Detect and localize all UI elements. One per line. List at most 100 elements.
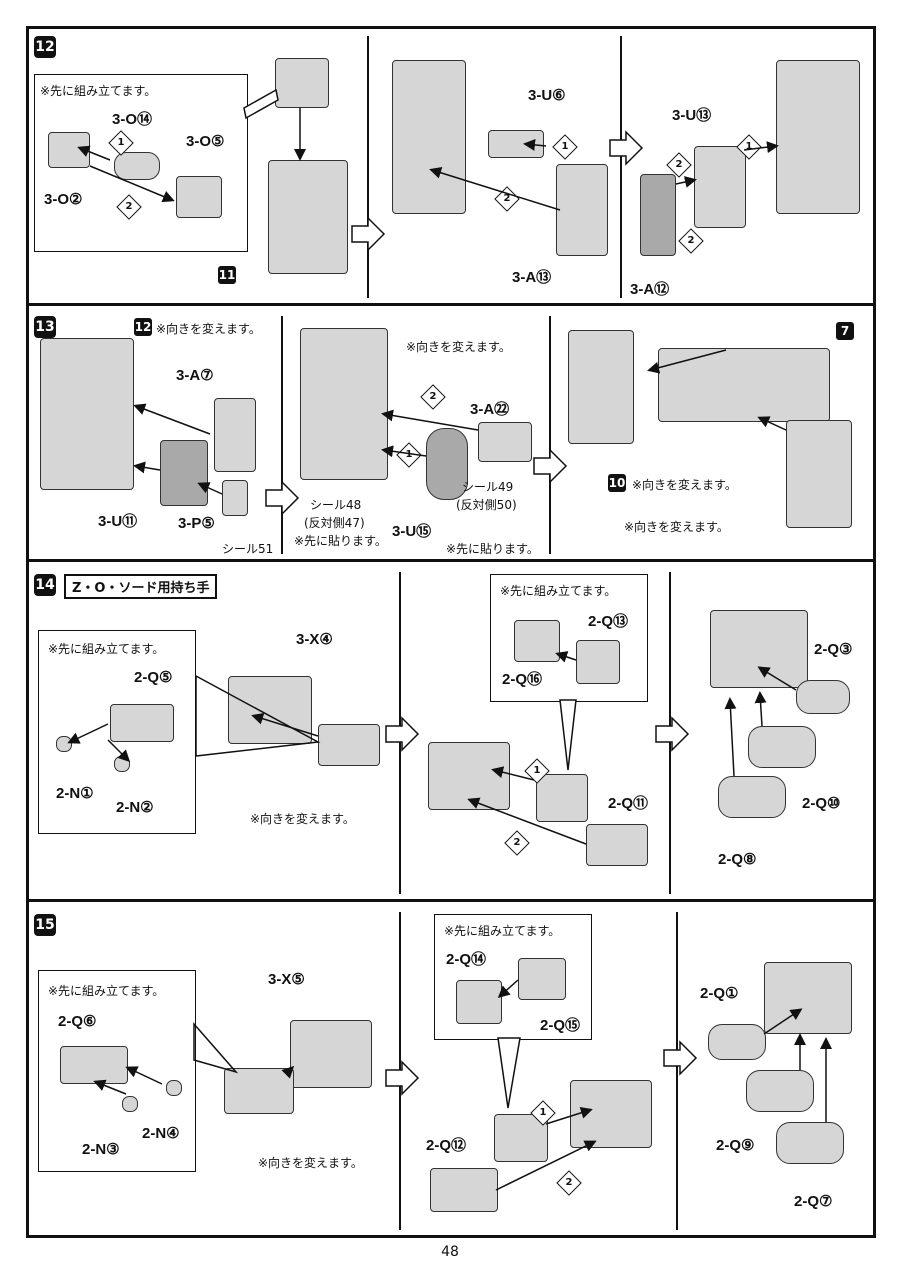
ref-step-10: 10 — [608, 474, 626, 492]
divider — [669, 572, 671, 894]
divider — [281, 316, 283, 554]
divider — [549, 316, 551, 554]
part-label: 3-A⑦ — [176, 367, 214, 384]
part-3-O5 — [176, 176, 222, 218]
hand-grip-assembly — [318, 724, 380, 766]
divider — [399, 912, 401, 1230]
step-number: 12 — [34, 36, 56, 58]
torso-part — [40, 338, 134, 490]
part-label: 3-U⑥ — [528, 87, 566, 104]
part-label: 3-O② — [44, 191, 83, 208]
part-3-O14 — [114, 152, 160, 180]
sticker-note: シール51 — [222, 542, 274, 556]
part-2-N4 — [166, 1080, 182, 1096]
part-2-Q15 — [518, 958, 566, 1000]
part-2-Q12 — [430, 1168, 498, 1212]
part-label: 3-A⑫ — [630, 281, 670, 298]
part-label: 2-Q⑨ — [716, 1137, 755, 1154]
part-label: 3-O⑤ — [186, 133, 225, 150]
part-label: 2-Q⑫ — [426, 1137, 467, 1154]
step-14-section — [26, 562, 876, 902]
turn-note: ※向きを変えます。 — [632, 478, 737, 492]
hand-frame — [428, 742, 510, 810]
turn-note: ※向きを変えます。 — [624, 520, 729, 534]
torso-part — [568, 330, 634, 444]
part-3-U15 — [426, 428, 468, 500]
part-label: 3-U⑬ — [672, 107, 712, 124]
step-title: Z・O・ソード用持ち手 — [64, 574, 218, 599]
knuckle-block — [536, 774, 588, 822]
divider — [676, 912, 678, 1230]
assembled-block — [275, 58, 329, 108]
part-label: 3-A㉒ — [470, 401, 510, 418]
part-label: 2-Q⑮ — [540, 1017, 581, 1034]
sticker-note: シール48 — [310, 498, 362, 512]
page-frame — [26, 26, 876, 1238]
part-2-Q14 — [456, 980, 502, 1024]
part-label: 3-O⑭ — [112, 111, 153, 128]
part-label: 2-Q⑬ — [588, 613, 629, 630]
page-number: 48 — [441, 1244, 459, 1260]
torso-part — [392, 60, 466, 214]
part-2-N2 — [114, 756, 130, 772]
torso-part — [268, 160, 348, 274]
step-number: 15 — [34, 914, 56, 936]
turn-note: ※向きを変えます。 — [250, 812, 355, 826]
ref-step-7: 7 — [836, 322, 854, 340]
turn-note: ※向きを変えます。 — [156, 322, 261, 336]
part-label: 2-N① — [56, 785, 94, 802]
part-2-Q16 — [514, 620, 560, 662]
part-3-A7 — [214, 398, 256, 472]
preassemble-note: ※先に組み立てます。 — [500, 584, 617, 598]
part-label: 2-N④ — [142, 1125, 180, 1142]
sticker-note: シール49 — [462, 480, 514, 494]
part-label: 2-Q⑧ — [718, 851, 757, 868]
part-label: 3-X⑤ — [268, 971, 305, 988]
part-2-Q13 — [576, 640, 620, 684]
torso-part — [776, 60, 860, 214]
hand-frame — [764, 962, 852, 1034]
part-label: 3-X④ — [296, 631, 333, 648]
preassemble-note: ※先に組み立てます。 — [48, 642, 165, 656]
hand-frame — [710, 610, 808, 688]
divider — [399, 572, 401, 894]
ref-step-12: 12 — [134, 318, 152, 336]
part-label: 2-Q⑪ — [608, 795, 649, 812]
step-12-section — [26, 26, 876, 306]
part-label: 2-N② — [116, 799, 154, 816]
part-3-A13 — [556, 164, 608, 256]
part-3-X4 — [228, 676, 312, 744]
part-2-Q1 — [708, 1024, 766, 1060]
part-label: 2-Q⑭ — [446, 951, 487, 968]
part-2-Q10 — [748, 726, 816, 768]
part-2-Q5 — [110, 704, 174, 742]
step-13-section — [26, 306, 876, 562]
step-number: 13 — [34, 316, 56, 338]
part-2-Q6 — [60, 1046, 128, 1084]
ref-step-11: 11 — [218, 266, 236, 284]
part-label: 3-P⑤ — [178, 515, 215, 532]
part-label: 2-N③ — [82, 1141, 120, 1158]
part-3-U11 — [160, 440, 208, 506]
torso-part — [300, 328, 388, 480]
part-3-U6 — [488, 130, 544, 158]
part-3-P5 — [222, 480, 248, 516]
part-2-N1 — [56, 736, 72, 752]
part-3-U13 — [694, 146, 746, 228]
turn-note: ※向きを変えます。 — [406, 340, 511, 354]
part-2-Q7 — [776, 1122, 844, 1164]
divider — [367, 36, 369, 298]
part-2-Q8 — [718, 776, 786, 818]
part-label: 2-Q⑯ — [502, 671, 543, 688]
step-number: 14 — [34, 574, 56, 596]
part-2-N3 — [122, 1096, 138, 1112]
torso-part — [786, 420, 852, 528]
part-2-Q3 — [796, 680, 850, 714]
part-label: 3-A⑬ — [512, 269, 552, 286]
hand-frame — [570, 1080, 652, 1148]
sticker-note: (反対側50) — [456, 498, 517, 512]
part-label: 2-Q⑩ — [802, 795, 841, 812]
part-label: 2-Q⑥ — [58, 1013, 97, 1030]
part-label: 2-Q① — [700, 985, 739, 1002]
stick-first-note: ※先に貼ります。 — [294, 534, 387, 548]
